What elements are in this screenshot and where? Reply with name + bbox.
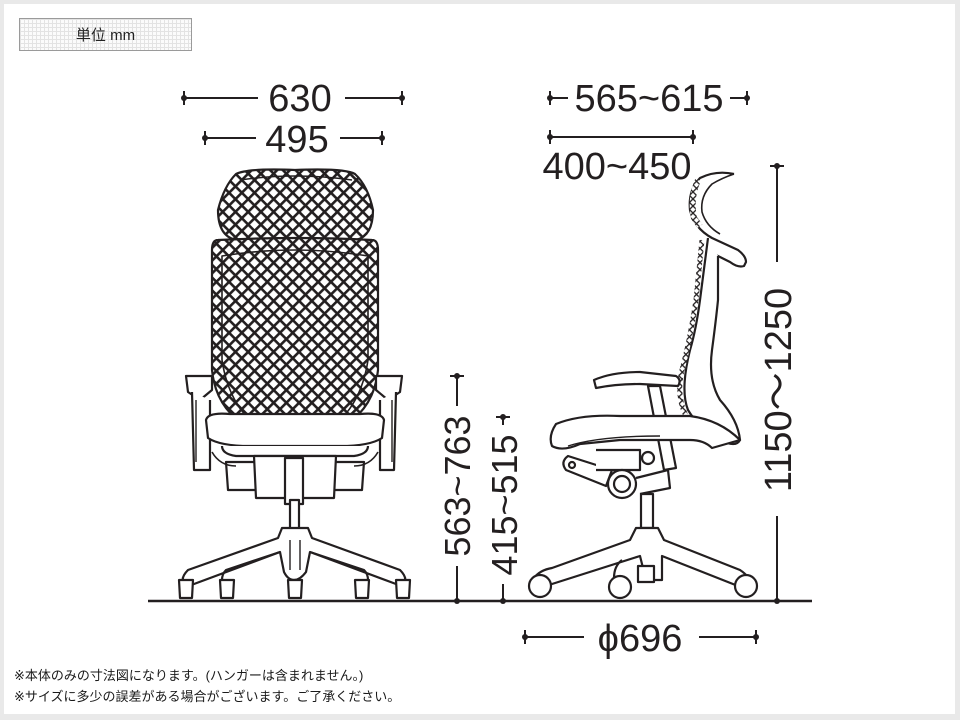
note-size-tolerance: ※サイズに多少の誤差がある場合がございます。ご了承ください。 [14, 689, 401, 704]
dim-armrest-height [450, 373, 464, 604]
dim-base-diameter [522, 630, 759, 644]
notes: ※本体のみの寸法図になります。(ハンガーは含まれません。) ※サイズに多少の誤差… [14, 665, 400, 707]
gas-column-front [283, 456, 305, 506]
dim-overall-height-label: 1150～1250 [758, 288, 800, 492]
unit-label-text: 単位 mm [75, 27, 136, 44]
dim-seat-height-label: 415~515 [484, 434, 525, 575]
dim-seat-depth [547, 130, 696, 144]
dim-overall-depth-label: 565~615 [575, 78, 724, 120]
dim-overall-depth [547, 91, 750, 105]
dim-seat-width-label: 495 [265, 119, 328, 161]
dim-overall-width [181, 91, 405, 105]
front-view-chair [177, 168, 412, 600]
side-view-chair [527, 171, 759, 600]
base-front [181, 526, 407, 586]
armrest-side [592, 370, 681, 390]
note-body-only: ※本体のみの寸法図になります。(ハンガーは含まれません。) [14, 668, 364, 683]
diagram-frame [4, 4, 955, 714]
seat-front [204, 412, 386, 448]
gas-column-side [639, 492, 655, 530]
casters-side [527, 573, 759, 600]
backrest-front [210, 236, 380, 430]
unit-label: 単位 mm [19, 18, 192, 51]
dim-seat-width [202, 131, 385, 145]
dim-overall-width-label: 630 [268, 78, 331, 120]
backrest-side [683, 237, 742, 446]
dim-base-diameter-label: ϕ696 [598, 618, 683, 660]
headrest-front [216, 168, 375, 245]
dim-armrest-height-label: 563~763 [437, 415, 478, 556]
dim-seat-depth-label: 400~450 [543, 146, 692, 188]
dim-overall-height [770, 163, 784, 604]
seat-side [549, 414, 742, 450]
casters-front [177, 578, 412, 600]
